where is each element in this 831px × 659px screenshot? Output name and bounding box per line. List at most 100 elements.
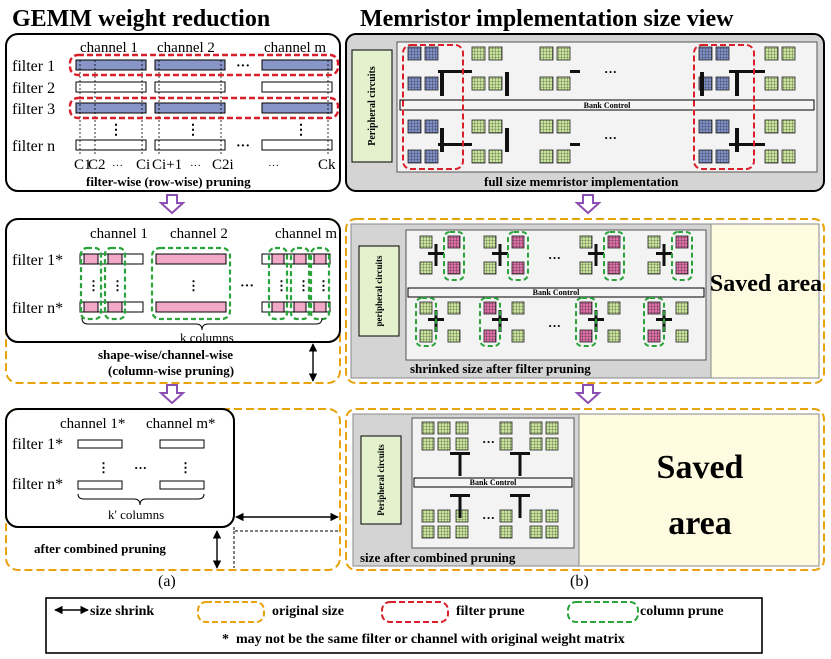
crossbar-tile — [483, 261, 497, 275]
ellipsis: ··· — [240, 279, 254, 294]
vdots: ⋮ — [186, 123, 200, 138]
crossbar-tile — [424, 46, 439, 61]
crossbar-tile — [407, 149, 422, 164]
column-prune-box — [575, 297, 597, 347]
crossbar-tile — [539, 119, 554, 134]
filter-label: filter 3 — [12, 101, 55, 118]
crossbar-tile — [499, 525, 513, 539]
bank-control-label: Bank Control — [470, 478, 518, 487]
crossbar-tile — [764, 149, 779, 164]
crossbar-tile — [647, 261, 661, 275]
crossbar-tile — [781, 76, 796, 91]
crossbar-tile — [579, 329, 593, 343]
crossbar-tile — [471, 76, 486, 91]
crossbar-tile — [698, 46, 713, 61]
crossbar-tile — [715, 76, 730, 91]
vdots: ⋮ — [317, 278, 330, 293]
down-arrow-icon — [158, 384, 186, 405]
filter-label: filter 1* — [12, 252, 63, 269]
bank-control-label: Bank Control — [533, 288, 581, 297]
legend-note: may not be the same filter or channel wi… — [236, 632, 625, 647]
ellipsis: ··· — [604, 64, 617, 79]
crossbar-tile — [545, 437, 559, 451]
column-prune-boxes — [79, 246, 331, 321]
weight-rows — [79, 253, 331, 313]
crossbar-tile — [455, 421, 469, 435]
filter-prune-box — [68, 96, 340, 120]
channel-label: channel 1 — [80, 40, 138, 56]
tile-array — [407, 46, 796, 164]
right-title: Memristor implementation size view — [360, 6, 734, 32]
crossbar-tile — [647, 235, 661, 249]
crossbar-tile — [437, 421, 451, 435]
crossbar-tile — [647, 301, 661, 315]
crossbar-tile — [421, 509, 435, 523]
filter-prune-box — [693, 44, 755, 170]
crossbar-tile — [447, 329, 461, 343]
crossbar-tile — [424, 149, 439, 164]
column-prune-box — [643, 297, 665, 347]
crossbar-tile — [488, 149, 503, 164]
column-prune-box — [479, 297, 501, 347]
legend-size-shrink: size shrink — [90, 604, 154, 619]
crossbar-tile — [455, 509, 469, 523]
vdots: ⋮ — [109, 123, 123, 138]
crossbar-tile — [675, 301, 689, 315]
bank-control-label: Bank Control — [584, 101, 632, 110]
left-panel-1: channel 1 channel 2 channel m filter 1 f… — [5, 33, 341, 192]
peripheral-label: Peripheral circuits — [376, 444, 386, 516]
channel-label: channel m* — [146, 416, 216, 432]
column-prune-box — [671, 231, 693, 281]
crossbar-tile — [421, 421, 435, 435]
down-arrow-icon — [158, 194, 186, 215]
crossbar-tile — [471, 46, 486, 61]
channel-label: channel 2 — [157, 40, 215, 56]
channel-label: channel m — [275, 226, 337, 242]
filter-label: filter n — [12, 138, 55, 155]
vdots: ⋮ — [275, 278, 288, 293]
left-panel-3: channel 1* channel m* filter 1* filter n… — [5, 408, 341, 571]
crossbar-tile — [511, 329, 525, 343]
crossbar-tile — [698, 119, 713, 134]
tile-array — [421, 421, 559, 539]
crossbar-tile — [607, 329, 621, 343]
crossbar-tile — [421, 525, 435, 539]
crossbar-tile — [607, 235, 621, 249]
panel-caption: filter-wise (row-wise) pruning — [86, 174, 251, 189]
crossbar-tile — [407, 119, 422, 134]
crossbar-tile — [419, 329, 433, 343]
crossbar-tile — [424, 119, 439, 134]
crossbar-tile — [556, 76, 571, 91]
ellipsis: ··· — [134, 460, 147, 475]
crossbar-tile — [471, 119, 486, 134]
crossbar-tile — [781, 46, 796, 61]
vdots: ⋮ — [87, 278, 100, 293]
crossbar-tile — [675, 235, 689, 249]
crossbar-tile — [483, 301, 497, 315]
vdots: ⋮ — [179, 460, 192, 475]
crossbar-tile — [579, 235, 593, 249]
crossbar-tile — [407, 46, 422, 61]
ellipsis: ··· — [482, 510, 495, 525]
channel-label: channel 1 — [90, 226, 148, 242]
crossbar-tile — [647, 329, 661, 343]
legend-original-size: original size — [272, 604, 344, 619]
sublabel-b: (b) — [570, 573, 589, 590]
col-label: ··· — [268, 160, 279, 172]
panel-caption: shrinked size after filter pruning — [410, 361, 591, 376]
panel-caption: full size memristor implementation — [484, 174, 679, 189]
col-label: ··· — [190, 160, 201, 172]
legend-column-prune: column prune — [640, 604, 724, 619]
crossbar-tile — [419, 301, 433, 315]
crossbar-tile — [511, 261, 525, 275]
channel-label: channel 1* — [60, 416, 125, 432]
ellipsis: ··· — [236, 139, 250, 154]
crossbar-tile — [529, 509, 543, 523]
crossbar-tile — [539, 46, 554, 61]
crossbar-tile — [488, 46, 503, 61]
column-prune-box — [443, 231, 465, 281]
vdots: ⋮ — [294, 123, 308, 138]
crossbar-tile — [607, 301, 621, 315]
crossbar-tile — [579, 301, 593, 315]
col-label: Ci+1 — [152, 157, 182, 173]
